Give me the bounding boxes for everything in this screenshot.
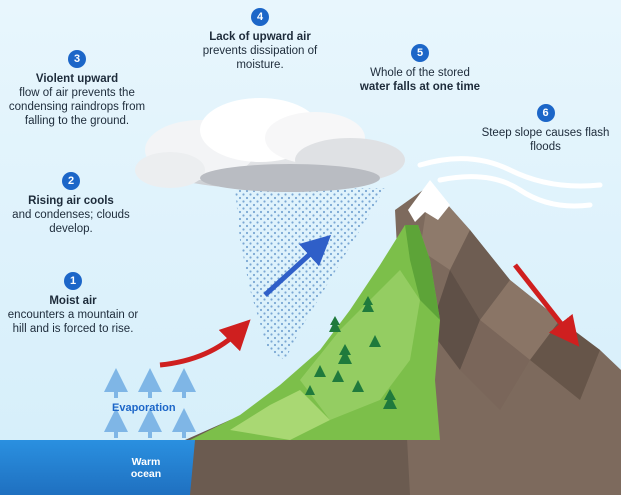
evaporation-arrows bbox=[104, 368, 196, 438]
tree bbox=[305, 385, 315, 395]
step-title: Moist air bbox=[49, 295, 97, 307]
tree bbox=[383, 389, 397, 409]
step-title: Lack of upward air bbox=[209, 31, 311, 43]
step-number-badge: 4 bbox=[251, 8, 269, 26]
step-text: flow of air prevents the condensing rain… bbox=[8, 87, 146, 127]
step-text: Steep slope causes flash floods bbox=[481, 127, 610, 153]
step-text: and condenses; clouds develop. bbox=[12, 209, 130, 235]
step-4: 4 Lack of upward air prevents dissipatio… bbox=[185, 8, 335, 72]
wind-streaks bbox=[417, 156, 603, 209]
tree bbox=[338, 344, 352, 364]
step-5: 5 Whole of the stored water falls at one… bbox=[345, 44, 495, 94]
red-arrow-flash-flood bbox=[513, 263, 580, 347]
tree bbox=[352, 380, 364, 392]
step-title: Violent upward bbox=[35, 73, 119, 85]
tree bbox=[369, 335, 381, 347]
step-text: encounters a mountain or hill and is for… bbox=[7, 309, 139, 335]
evaporation-label: Evaporation bbox=[112, 402, 176, 414]
step-text: prevents dissipation of moisture. bbox=[202, 45, 318, 71]
tree bbox=[329, 316, 341, 332]
step-1: 1 Moist air encounters a mountain or hil… bbox=[0, 272, 146, 336]
tree bbox=[314, 365, 326, 377]
step-number-badge: 6 bbox=[536, 104, 555, 122]
ocean-label: Warm ocean bbox=[130, 456, 162, 480]
step-title: Rising air cools bbox=[28, 195, 114, 207]
step-number-badge: 5 bbox=[411, 44, 429, 62]
step-2: 2 Rising air cools and condenses; clouds… bbox=[0, 172, 142, 236]
step-3: 3 Violent upward flow of air prevents th… bbox=[2, 50, 152, 128]
blue-arrow-rising-air bbox=[263, 234, 332, 297]
red-arrow-moist-air bbox=[159, 319, 251, 368]
ocean bbox=[0, 440, 195, 495]
step-text: Whole of the stored bbox=[370, 67, 470, 79]
tree bbox=[362, 296, 374, 312]
step-number-badge: 1 bbox=[64, 272, 82, 290]
snow-cap bbox=[408, 180, 450, 222]
step-number-badge: 3 bbox=[68, 50, 86, 68]
cloud bbox=[135, 98, 405, 192]
step-title: water falls at one time bbox=[359, 81, 481, 93]
step-number-badge: 2 bbox=[62, 172, 80, 190]
tree bbox=[332, 370, 344, 382]
step-6: 6 Steep slope causes flash floods bbox=[478, 104, 613, 154]
rain-drops bbox=[235, 188, 385, 360]
